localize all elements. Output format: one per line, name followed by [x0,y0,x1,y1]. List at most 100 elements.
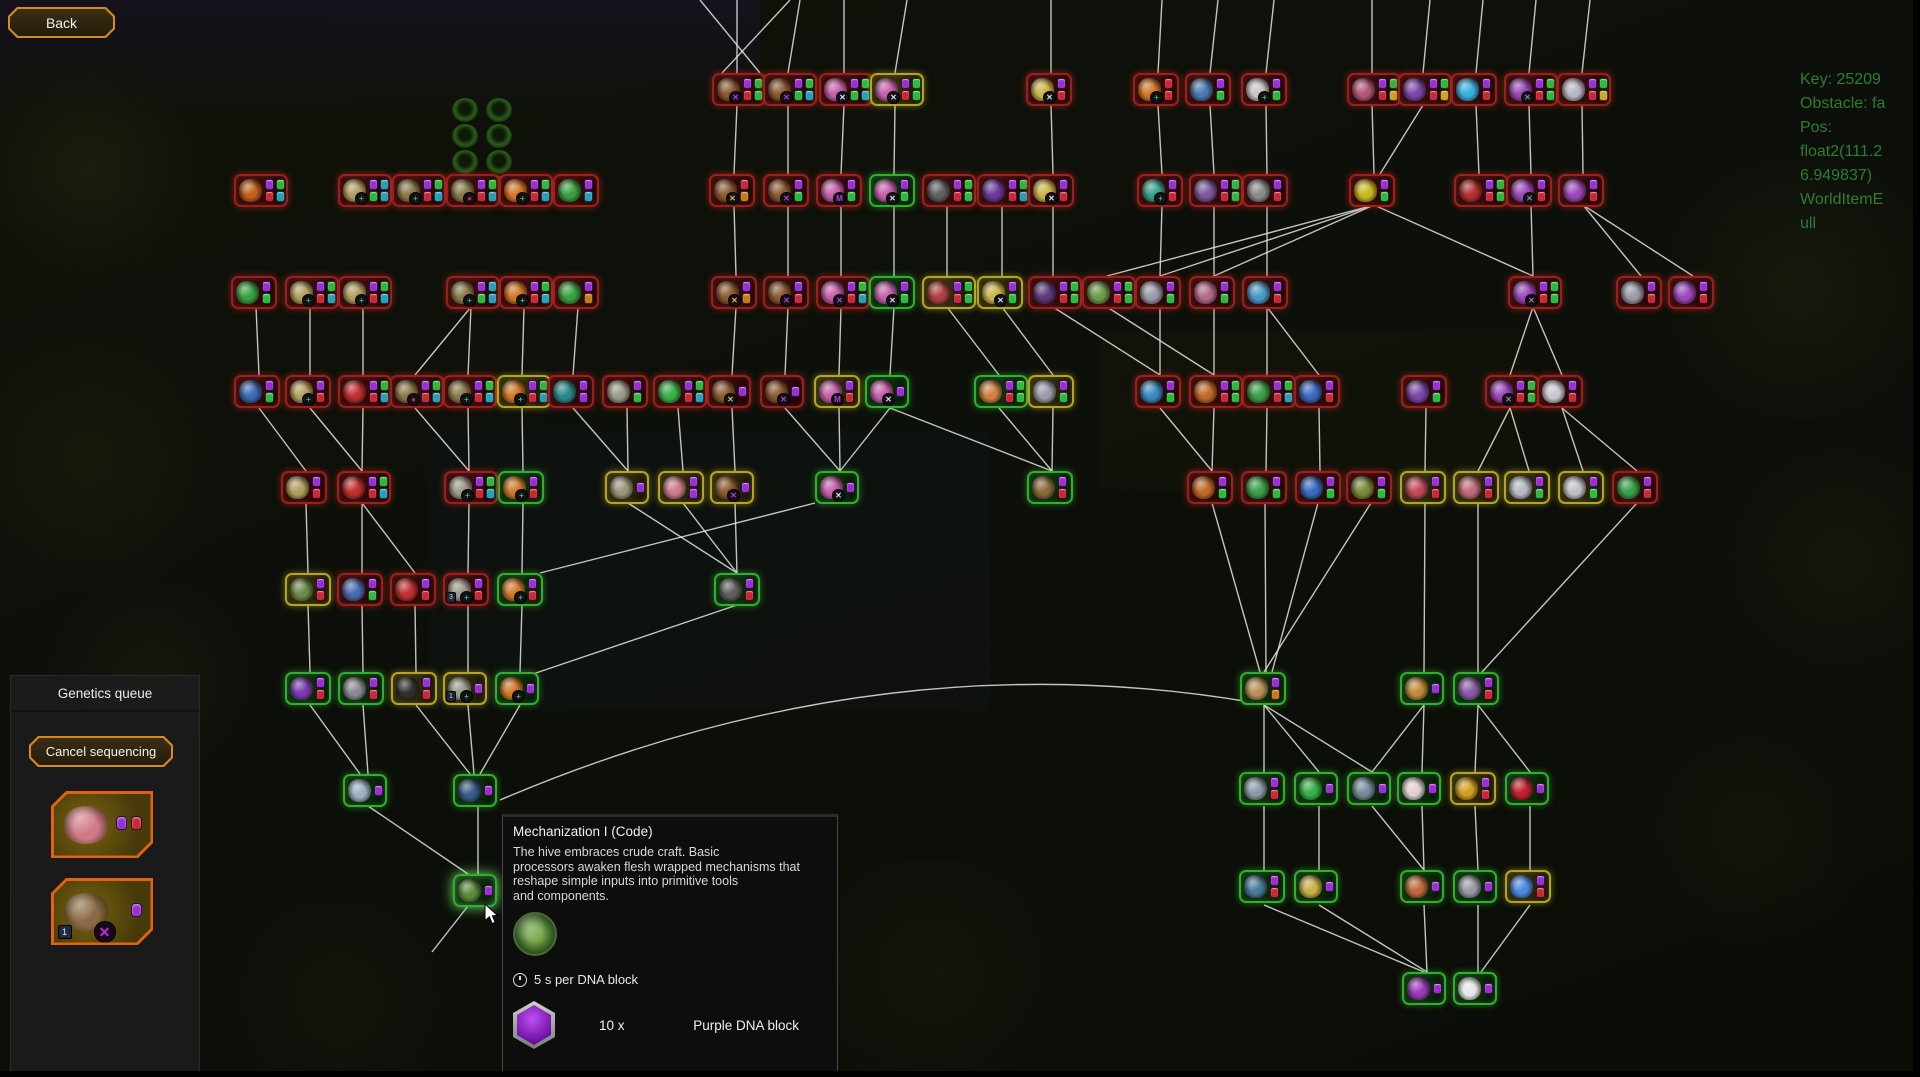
tech-node[interactable]: + [1137,174,1183,207]
tech-node[interactable] [1239,870,1285,903]
tech-node[interactable] [1558,174,1604,207]
tech-node[interactable]: ✕ [712,73,766,106]
tech-node[interactable]: ✕ [1506,174,1552,207]
tech-node[interactable] [1294,375,1340,408]
tech-node[interactable]: ✕ [870,73,924,106]
tech-node[interactable]: + [443,375,497,408]
tech-node[interactable] [1185,73,1231,106]
tech-node[interactable] [658,471,704,504]
tech-node[interactable] [1242,174,1288,207]
tech-node[interactable] [1558,471,1604,504]
tech-node[interactable] [285,573,331,606]
tech-node[interactable] [1187,471,1233,504]
tech-node[interactable]: ✕ [1026,73,1072,106]
tech-node[interactable] [1450,772,1496,805]
tech-node[interactable] [1505,870,1551,903]
tech-node[interactable] [653,375,707,408]
tech-node[interactable] [285,672,331,705]
tech-node[interactable] [1402,972,1446,1005]
tech-node[interactable] [1400,471,1446,504]
tech-node[interactable] [1294,870,1338,903]
tech-node[interactable] [1616,276,1662,309]
tech-node[interactable] [234,174,288,207]
cancel-sequencing-button[interactable]: Cancel sequencing [29,736,173,767]
tech-node[interactable] [1668,276,1714,309]
tech-node[interactable]: ✕ [815,471,859,504]
tech-node[interactable]: + [499,276,553,309]
tech-node[interactable] [1294,772,1338,805]
tech-node[interactable]: + [495,672,539,705]
tech-node[interactable] [1453,471,1499,504]
tech-node[interactable] [1612,471,1658,504]
tech-node[interactable] [1242,276,1288,309]
tech-node[interactable]: + [1133,73,1179,106]
tech-node[interactable]: + [1241,73,1287,106]
tech-node[interactable] [1557,73,1611,106]
tech-node[interactable]: ✕ [710,471,754,504]
tech-node[interactable]: ✕ [1485,375,1539,408]
tech-node[interactable] [1242,375,1296,408]
tech-node[interactable]: + [444,471,498,504]
tech-node[interactable] [1082,276,1136,309]
tech-node[interactable]: ✕ [1028,174,1074,207]
tech-node[interactable]: + [285,276,339,309]
tech-node[interactable] [1398,73,1452,106]
tech-node[interactable]: + [497,375,551,408]
tech-node[interactable] [390,573,436,606]
tech-node[interactable] [1028,276,1082,309]
tech-node[interactable] [391,672,437,705]
tech-node[interactable] [1241,471,1287,504]
tech-node[interactable] [1189,375,1243,408]
tech-node[interactable]: ✕ [709,174,755,207]
tech-node[interactable] [338,375,392,408]
tech-node[interactable] [453,874,497,907]
tech-node[interactable] [714,573,760,606]
tech-node[interactable] [977,174,1031,207]
tech-node[interactable] [1453,972,1497,1005]
tech-node[interactable] [1295,471,1341,504]
tech-node[interactable] [1027,471,1073,504]
tech-node[interactable]: ✕ [763,276,809,309]
tech-node[interactable]: + [338,174,392,207]
tech-node[interactable] [281,471,327,504]
tech-node[interactable] [1505,772,1549,805]
tech-node[interactable]: +1 [443,672,487,705]
tech-node[interactable]: ✕ [707,375,751,408]
tech-node[interactable] [231,276,277,309]
tech-node[interactable] [553,174,599,207]
tech-node[interactable]: ✕ [711,276,757,309]
tech-node[interactable] [337,471,391,504]
tech-node[interactable] [1453,672,1499,705]
tech-node[interactable]: + [338,276,392,309]
tech-node[interactable]: +3 [443,573,489,606]
tech-node[interactable] [1347,772,1391,805]
tech-node[interactable]: M [814,375,860,408]
queue-item-queued-cluster[interactable]: ✕1 [51,878,153,945]
tech-node[interactable]: + [498,471,544,504]
tech-node[interactable] [1347,73,1401,106]
tech-node[interactable]: ✕ [869,174,915,207]
tech-node[interactable] [1349,174,1395,207]
tech-node[interactable] [602,375,648,408]
tech-node[interactable] [1239,772,1285,805]
tech-node[interactable]: ✕ [865,375,909,408]
tech-node[interactable]: ✕ [763,174,809,207]
tech-node[interactable] [1451,73,1497,106]
tech-node[interactable]: ✕ [869,276,915,309]
tech-node[interactable] [453,774,497,807]
tech-node[interactable] [1135,276,1181,309]
tech-node[interactable] [548,375,594,408]
tech-node[interactable] [553,276,599,309]
tech-node[interactable] [337,573,383,606]
tech-node[interactable] [1537,375,1583,408]
tech-node[interactable] [1028,375,1074,408]
tech-node[interactable]: ✕ [977,276,1023,309]
tech-node[interactable]: + [285,375,331,408]
tech-node[interactable]: ✕ [760,375,804,408]
tech-node[interactable]: ✕ [816,276,870,309]
tech-node[interactable] [338,672,384,705]
queue-item-queued-larva[interactable] [51,791,153,858]
tech-node[interactable] [922,174,976,207]
tech-node[interactable] [1346,471,1392,504]
tech-node[interactable]: ✕ [1508,276,1562,309]
